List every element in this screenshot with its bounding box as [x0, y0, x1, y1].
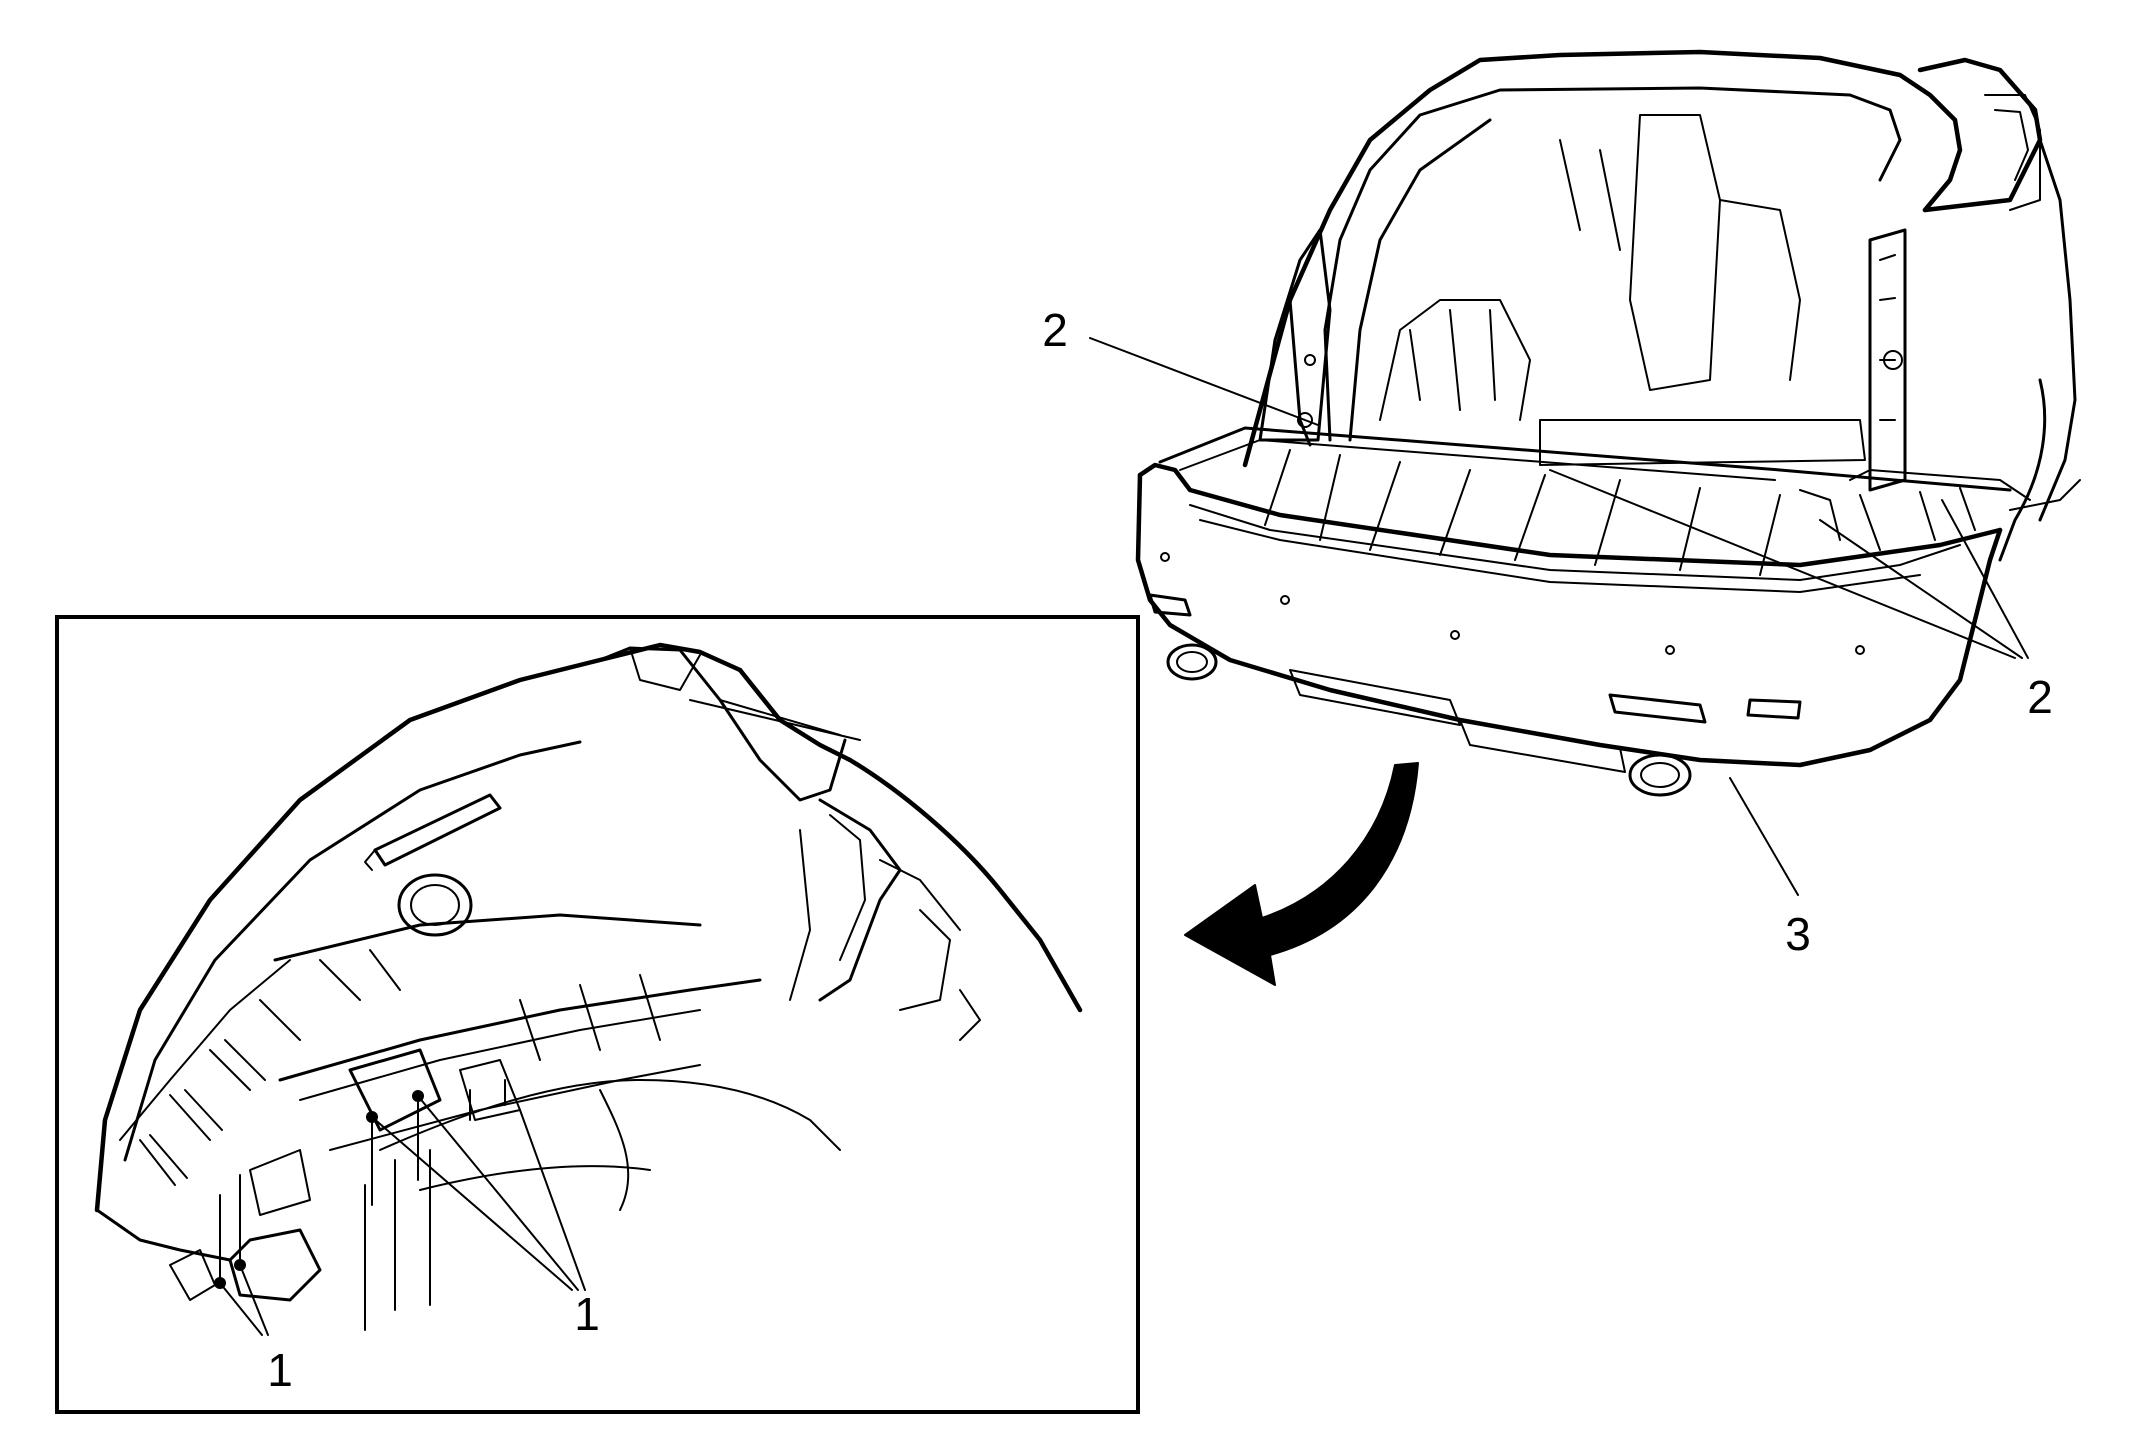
callout-1-inset-left: 1 — [267, 1344, 293, 1396]
leader-lines-inset — [219, 1095, 586, 1336]
callout-2-lower-right: 2 — [2027, 671, 2053, 723]
callout-3: 3 — [1785, 908, 1811, 960]
leader-lines-vehicle — [1089, 337, 2029, 896]
callout-2-upper-left: 2 — [1042, 304, 1068, 356]
callout-1-inset-right: 1 — [574, 1288, 600, 1340]
vehicle-rear-view — [1135, 49, 2081, 797]
curved-arrow-icon — [1184, 762, 1419, 986]
inset-underside-detail — [55, 615, 1140, 1414]
